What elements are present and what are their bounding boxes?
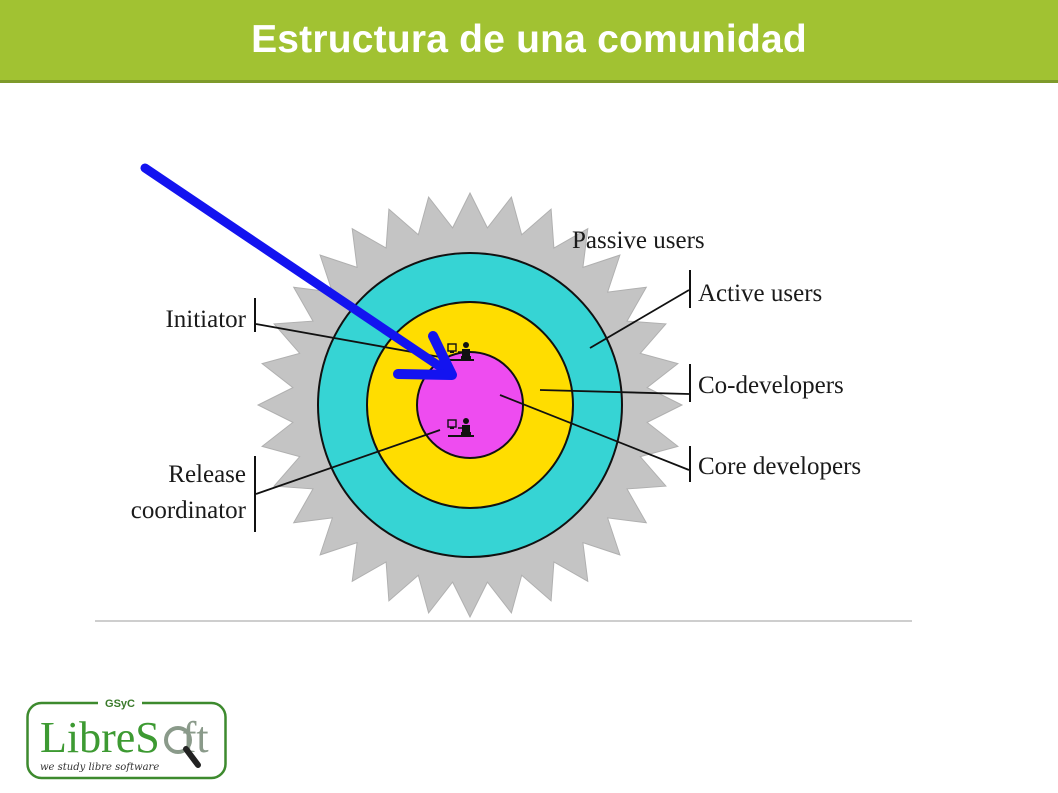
label-co-developers: Co-developers	[698, 372, 844, 399]
developer-at-computer-icon	[447, 418, 474, 437]
label-coordinator: coordinator	[131, 497, 247, 524]
logo-tagline: we study libre software	[40, 762, 159, 773]
title-bar: Estructura de una comunidad	[0, 0, 1058, 83]
label-core-developers: Core developers	[698, 453, 861, 480]
release-coordinator-leader	[255, 429, 441, 495]
label-release: Release	[168, 461, 246, 488]
developer-at-computer-icon	[447, 342, 474, 361]
pointer-arrow	[140, 163, 457, 380]
label-passive-users: Passive users	[572, 227, 705, 254]
slide-title: Estructura de una comunidad	[251, 18, 807, 61]
logo-gsyc: GSyC	[105, 698, 135, 710]
core-developers-leader	[499, 394, 690, 471]
label-initiator: Initiator	[165, 306, 246, 333]
label-active-users: Active users	[698, 280, 822, 307]
initiator-leader	[255, 323, 441, 358]
magnifier-icon	[164, 726, 201, 768]
core-developers-ring	[416, 351, 524, 459]
co-developers-leader	[539, 389, 690, 395]
active-users-leader	[589, 289, 690, 349]
